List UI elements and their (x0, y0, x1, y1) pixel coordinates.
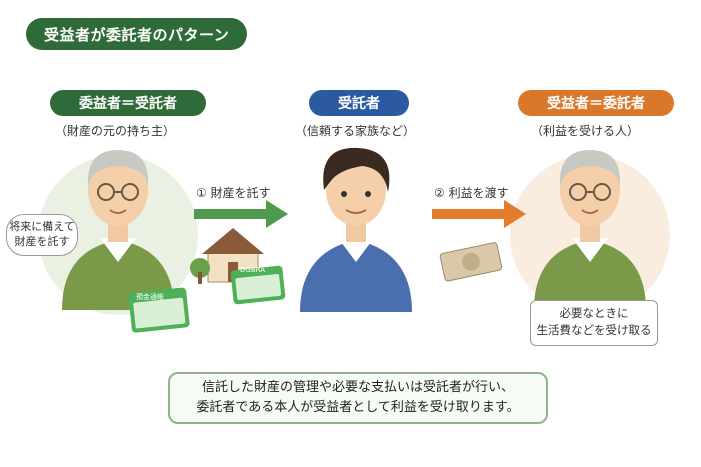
passbook-label-left: 預金通帳 (136, 293, 164, 301)
passbook-icon-left (128, 287, 190, 333)
arrow-right-icon-orange (432, 200, 526, 228)
bubble-left-line2: 財産を託す (14, 235, 70, 248)
arrow-label-second: ② 利益を渡す (434, 186, 509, 200)
elderly-man-right (534, 150, 646, 310)
role-sub-left: （財産の元の持ち主） (54, 124, 175, 138)
role-sub-right: （利益を受ける人） (530, 124, 639, 138)
role-label-right: 受益者＝委託者 (518, 90, 674, 116)
note-line2: 委託者である本人が受益者として利益を受け取ります。 (196, 400, 520, 415)
page-title: 受益者が委託者のパターン (26, 18, 248, 50)
arrow-label-first: ① 財産を託す (196, 186, 271, 200)
elderly-man-left (62, 150, 174, 310)
speech-bubble-right: 必要なときに 生活費などを受け取る (530, 300, 658, 346)
bubble-right-line2: 生活費などを受け取る (536, 323, 652, 337)
younger-man-middle (300, 147, 412, 312)
role-label-middle: 受託者 (309, 90, 409, 116)
bubble-left-line1: 将来に備えて (9, 220, 75, 233)
note-line1: 信託した財産の管理や必要な支払いは受託者が行い、 (201, 380, 514, 395)
role-sub-middle: （信頼する家族など） (294, 124, 415, 138)
passbook-icon-middle (230, 265, 286, 305)
speech-bubble-left: 将来に備えて 財産を託す (6, 214, 78, 256)
role-label-left: 委益者＝受託者 (50, 90, 206, 116)
banknote-icon (439, 242, 503, 282)
passbook-label-middle: DGBRA (240, 266, 265, 274)
bubble-right-line1: 必要なときに (559, 306, 629, 320)
explanation-note: 信託した財産の管理や必要な支払いは受託者が行い、 委託者である本人が受益者として… (168, 372, 548, 424)
arrow-right-icon-green (194, 200, 288, 228)
